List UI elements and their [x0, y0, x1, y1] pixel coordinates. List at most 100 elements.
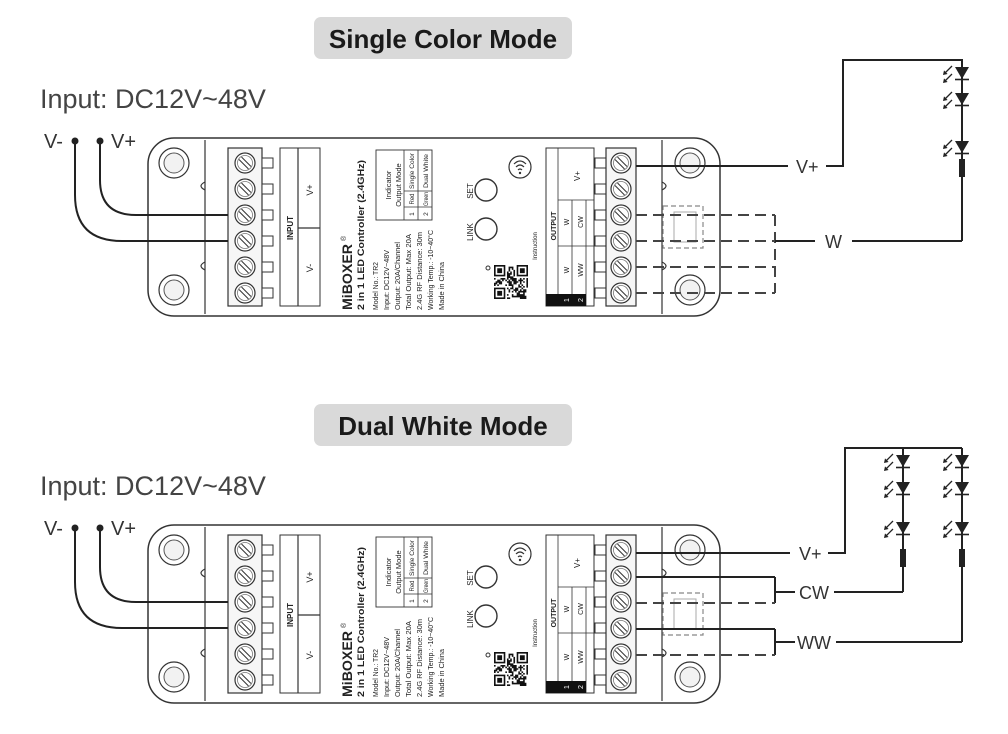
resistor-icon	[959, 159, 965, 177]
indicator-row-number: 1	[409, 212, 416, 216]
terminal-tab	[261, 570, 274, 582]
terminal-screw	[234, 617, 256, 639]
output-panel-label: OUTPUT	[551, 211, 558, 241]
wire-clip-outline	[662, 592, 704, 636]
indicator-row-number: 2	[423, 212, 430, 216]
indicator-row-color: Green	[424, 192, 430, 206]
single-color-wiring: V+ W	[71, 59, 970, 294]
led-icon	[883, 453, 911, 472]
terminal-screw	[234, 539, 256, 561]
terminal-screw	[234, 204, 256, 226]
resistor-icon	[900, 549, 906, 567]
spec-line: Input: DC12V~48V	[384, 250, 391, 310]
output-cw-label: CW	[799, 583, 829, 603]
output-panel: OUTPUT V+ W W WW CW 1 2	[545, 147, 595, 307]
vplus-label: V+	[111, 518, 136, 540]
terminal-screw	[234, 565, 256, 587]
qr-modules	[494, 265, 528, 299]
output-row-number: 2	[578, 685, 585, 689]
product-name: 2 in 1 LED Controller (2.4GHz)	[356, 547, 366, 697]
vplus-wire	[99, 141, 228, 216]
mounting-hole	[158, 274, 190, 306]
input-panel: INPUT V+ V-	[279, 147, 321, 307]
housing-inner-edges	[204, 140, 663, 314]
link-button	[474, 604, 498, 628]
product-label: MiBOXER ® 2 in 1 LED Controller (2.4GHz)…	[339, 160, 446, 310]
input-panel-frame	[279, 147, 321, 307]
output-channel-label: W	[564, 653, 571, 660]
terminal-tab	[594, 183, 607, 195]
terminal-tab	[594, 596, 607, 608]
wire-clip-outline	[662, 205, 704, 249]
output-vplus-label: V+	[573, 558, 582, 568]
input-vminus-label: V-	[305, 264, 315, 273]
terminal-screw	[234, 282, 256, 304]
product-name: 2 in 1 LED Controller (2.4GHz)	[356, 160, 366, 310]
terminal-screw	[234, 591, 256, 613]
mounting-hole	[158, 661, 190, 693]
terminal-screw	[610, 282, 632, 304]
led-icon	[942, 480, 970, 499]
terminal-screw	[234, 178, 256, 200]
spec-line: Input: DC12V~48V	[384, 637, 391, 697]
mounting-hole	[158, 534, 190, 566]
dual-white-wiring: V+ CW WW	[71, 447, 970, 656]
terminal-tab	[594, 570, 607, 582]
led-icon	[942, 453, 970, 472]
indicator-row-mode: Single Color	[410, 153, 416, 189]
terminal-screw	[610, 617, 632, 639]
spec-line: Working Temp.: -10~40°C	[427, 230, 435, 310]
terminal-tab	[594, 287, 607, 299]
terminal-tab	[261, 287, 274, 299]
terminal-tab	[594, 622, 607, 634]
brand-logo: MiBOXER	[339, 631, 355, 697]
input-vminus-label: V-	[305, 651, 315, 660]
led-icon	[883, 520, 911, 539]
input-panel: INPUT V+ V-	[279, 534, 321, 694]
terminal-tab	[594, 648, 607, 660]
product-label: MiBOXER ® 2 in 1 LED Controller (2.4GHz)…	[339, 547, 446, 697]
output-channel-label: WW	[578, 650, 585, 664]
spec-line: Model No.: TR2	[373, 649, 380, 697]
terminal-screw	[234, 669, 256, 691]
indicator-row-number: 2	[423, 599, 430, 603]
input-terminal-block	[227, 534, 263, 694]
vminus-label: V-	[44, 131, 63, 153]
spec-line: Made in China	[439, 262, 446, 310]
indicator-table-grid	[403, 537, 432, 607]
terminal-tab	[594, 544, 607, 556]
indicator-row-color: Green	[424, 579, 430, 593]
output-row-number-band	[546, 294, 586, 306]
set-button	[474, 178, 498, 202]
terminal-screw	[610, 256, 632, 278]
spec-line: Output: 20A/Channel	[395, 242, 402, 310]
indicator-table: Indicator Output Mode 1 Red Single Color…	[375, 149, 433, 221]
terminal-tab	[261, 157, 274, 169]
indicator-row-color: Red	[410, 193, 416, 204]
output-channel-label: WW	[578, 263, 585, 277]
output-channel-wires	[636, 214, 776, 294]
input-vplus-label: V+	[305, 184, 315, 195]
mounting-hole	[674, 534, 706, 566]
terminal-screw	[234, 152, 256, 174]
vplus-wire	[99, 528, 228, 603]
spec-line: 2.4G RF Distance: 30m	[417, 619, 424, 697]
output-channel-label: W	[564, 605, 571, 612]
output-vplus-label: V+	[796, 157, 819, 177]
cw-wire	[636, 576, 795, 603]
input-panel-dividers	[297, 535, 320, 693]
registered-mark: ®	[340, 235, 348, 241]
terminal-tab	[261, 596, 274, 608]
housing-notches	[200, 568, 667, 658]
devices: INPUT V+ V- MiBOXER ® 2 in 1 LED Control…	[147, 137, 721, 704]
terminal-tab	[261, 209, 274, 221]
indicator-row-mode: Single Color	[410, 540, 416, 576]
registered-mark: ®	[340, 622, 348, 628]
link-button	[474, 217, 498, 241]
input-voltage-label: Input: DC12V~48V	[40, 471, 266, 501]
output-ww-label: WW	[797, 633, 831, 653]
indicator-row-number: 1	[409, 599, 416, 603]
output-channel-label: W	[564, 218, 571, 225]
housing-inner-edges	[204, 527, 663, 701]
led-icon	[942, 91, 970, 110]
